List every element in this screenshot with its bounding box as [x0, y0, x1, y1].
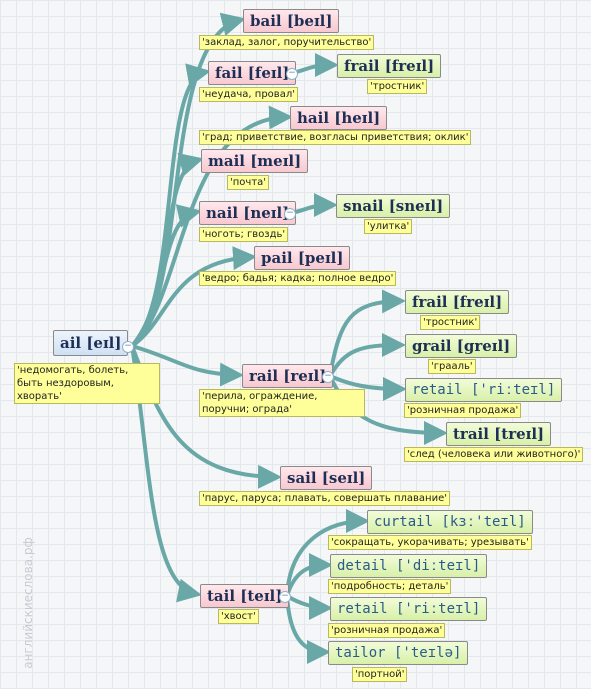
- word-node-retail-1[interactable]: retail ['riːteɪl]: [405, 378, 563, 402]
- word-node-retail-2[interactable]: retail ['riːteɪl]: [330, 597, 488, 621]
- edge-ail-mail: [130, 153, 204, 348]
- collapse-toggle-ail[interactable]: −: [122, 341, 134, 353]
- collapse-toggle-tail[interactable]: −: [279, 591, 291, 603]
- gloss-nail: 'ноготь; гвоздь': [199, 227, 289, 242]
- gloss-mail: 'почта': [227, 175, 270, 190]
- word-node-tail[interactable]: tail [teɪl]: [200, 584, 290, 608]
- word-node-mail[interactable]: mail [meɪl]: [201, 149, 309, 173]
- edge-rail-frail: [328, 289, 406, 378]
- word-node-trail[interactable]: trail [treɪl]: [446, 422, 552, 446]
- word-node-bail[interactable]: bail [beɪl]: [243, 9, 340, 33]
- word-node-detail[interactable]: detail ['diːteɪl]: [330, 554, 488, 578]
- edge-tail-detail: [285, 553, 333, 598]
- root-word-node[interactable]: ail [eɪl]: [53, 330, 129, 356]
- edge-tail-retail: [285, 594, 333, 620]
- word-node-sail[interactable]: sail [seɪl]: [280, 466, 373, 490]
- word-node-pail[interactable]: pail [peɪl]: [254, 246, 351, 270]
- gloss-frail-1: 'тростник': [367, 79, 428, 94]
- gloss-detail: 'подробность; деталь': [328, 579, 452, 594]
- gloss-curtail: 'сокращать, укорачивать; урезывать': [328, 535, 532, 550]
- edge-tail-tailor: [285, 594, 331, 664]
- word-node-curtail[interactable]: curtail [kɜː'teɪl]: [367, 510, 533, 534]
- collapse-toggle-fail[interactable]: −: [286, 68, 298, 80]
- gloss-retail-1: 'розничная продажа': [404, 403, 522, 418]
- root-gloss: 'недомогать, болеть, быть нездоровым, хв…: [14, 363, 160, 404]
- gloss-sail: 'парус, паруса; плавать, совершать плава…: [199, 491, 450, 506]
- edge-tail-curtail: [285, 509, 370, 598]
- gloss-rail: 'перила, ограждение, поручни; ограда': [199, 389, 365, 417]
- edge-ail-pail: [130, 246, 257, 348]
- word-node-fail[interactable]: fail [feɪl]: [208, 61, 297, 85]
- edge-ail-rail: [130, 344, 244, 387]
- word-node-rail[interactable]: rail [reɪl]: [242, 364, 334, 388]
- word-node-frail-2[interactable]: frail [freɪl]: [405, 290, 510, 314]
- gloss-hail: 'град; приветствие, возгласы приветствия…: [199, 130, 472, 145]
- edge-rail-grail: [328, 333, 406, 378]
- gloss-tail: 'хвост': [218, 609, 259, 624]
- word-node-grail[interactable]: grail [greɪl]: [405, 334, 518, 358]
- edge-ail-nail: [130, 204, 202, 348]
- gloss-trail: 'след (человека или животного)': [404, 447, 584, 462]
- gloss-retail-2: 'розничная продажа': [328, 623, 446, 638]
- gloss-frail-2: 'тростник': [420, 315, 481, 330]
- watermark: английскиеслова.рф: [21, 537, 35, 669]
- collapse-toggle-rail[interactable]: −: [322, 371, 334, 383]
- word-node-frail-1[interactable]: frail [freɪl]: [337, 54, 442, 78]
- collapse-toggle-nail[interactable]: −: [284, 208, 296, 220]
- gloss-bail: 'заклад, залог, поручительство': [199, 35, 375, 50]
- word-node-nail[interactable]: nail [neɪl]: [199, 201, 297, 225]
- word-node-snail[interactable]: snail [sneɪl]: [336, 194, 451, 218]
- gloss-fail: 'неудача, провал': [199, 87, 298, 102]
- gloss-tailor: 'портной': [352, 667, 408, 682]
- gloss-snail: 'улитка': [364, 219, 413, 234]
- gloss-grail: 'грааль': [428, 359, 476, 374]
- gloss-pail: 'ведро; бадья; кадка; полное ведро': [199, 271, 397, 286]
- word-node-tailor[interactable]: tailor ['teɪlə]: [328, 641, 469, 665]
- edge-rail-retail: [328, 374, 407, 401]
- word-node-hail[interactable]: hail [heɪl]: [290, 106, 388, 130]
